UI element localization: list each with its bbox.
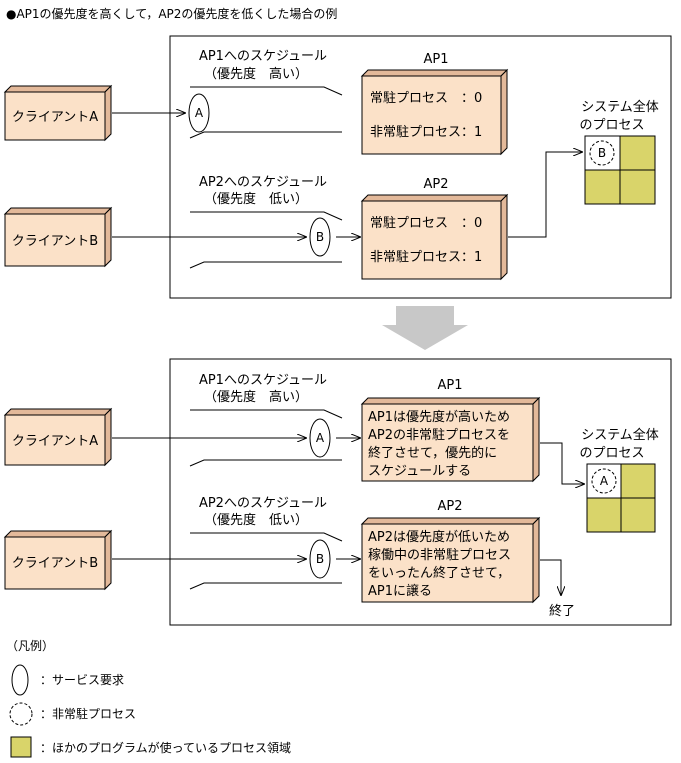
bottom-end-label: 終了 xyxy=(549,603,575,619)
top-ap1-box: 常駐プロセス ：0 非常駐プロセス：1 xyxy=(360,68,509,156)
top-client-b-box: クライアントB xyxy=(3,206,113,268)
legend-service-request-label: ：サービス要求 xyxy=(40,673,124,687)
bottom-ap2-text-2: 稼働中の非常駐プロセス xyxy=(368,548,511,563)
bottom-system-label-2: のプロセス xyxy=(579,446,644,461)
top-sched1-lower-line xyxy=(189,131,342,139)
bottom-ap1-label: AP1 xyxy=(437,378,462,393)
top-system-token: B xyxy=(598,146,606,160)
top-sched2-lower-line xyxy=(189,261,342,269)
bottom-sched2-upper-line xyxy=(190,532,343,542)
bottom-request-b-icon xyxy=(309,539,331,579)
top-arrow-to-system xyxy=(508,152,582,238)
transition-arrow-icon xyxy=(382,306,468,350)
bottom-panel-frame xyxy=(169,358,672,626)
bottom-sched1-upper-line xyxy=(190,409,343,419)
bottom-ap2-label: AP2 xyxy=(437,499,462,514)
top-system-process-grid xyxy=(584,135,656,205)
top-client-a-box: クライアントA xyxy=(3,84,113,142)
top-client-b-label: クライアントB xyxy=(12,234,98,249)
top-sched2-sub: （優先度 低い） xyxy=(204,191,308,207)
top-ap1-nonresident: 非常駐プロセス：1 xyxy=(370,125,482,140)
bottom-sched1-lower-line xyxy=(189,459,342,467)
bottom-request-a-label: A xyxy=(316,431,325,445)
bottom-client-a-label: クライアントA xyxy=(12,434,98,449)
legend-service-request-icon xyxy=(11,664,29,696)
top-sched2-title: AP2へのスケジュール xyxy=(199,175,327,190)
top-system-nonresident-icon xyxy=(589,140,615,166)
top-system-label-1: システム全体 xyxy=(581,99,659,115)
top-request-a-icon xyxy=(188,93,210,133)
legend-process-area-label: ：ほかのプログラムが使っているプロセス領域 xyxy=(40,740,291,755)
bottom-client-b-box: クライアントB xyxy=(3,529,113,591)
top-request-a-label: A xyxy=(195,106,204,120)
top-sched1-upper-line xyxy=(190,86,343,96)
legend-process-area-icon xyxy=(10,736,32,758)
bottom-request-b-label: B xyxy=(316,552,324,566)
top-ap2-label: AP2 xyxy=(423,177,448,192)
bottom-ap1-text-1: AP1は優先度が高いため xyxy=(368,409,510,425)
bottom-ap1-text-2: AP2の非常駐プロセスを xyxy=(368,428,510,443)
bottom-client-a-box: クライアントA xyxy=(3,407,113,467)
bottom-arrow-end xyxy=(540,559,561,595)
top-panel-frame xyxy=(169,35,672,299)
top-ap1-label: AP1 xyxy=(423,52,448,67)
legend-non-resident-label: ：非常駐プロセス xyxy=(40,706,136,721)
top-sched2-upper-line xyxy=(190,211,343,221)
top-request-b-icon xyxy=(309,217,331,257)
bottom-sched2-sub: （優先度 低い） xyxy=(204,512,308,528)
bottom-system-label-1: システム全体 xyxy=(581,427,659,443)
top-sched1-title: AP1へのスケジュール xyxy=(199,49,327,64)
bottom-system-token: A xyxy=(600,474,609,488)
bottom-system-nonresident-icon xyxy=(591,468,617,494)
top-ap1-resident: 常駐プロセス ：0 xyxy=(370,91,482,106)
top-sched1-sub: （優先度 高い） xyxy=(204,66,308,82)
bottom-sched2-lower-line xyxy=(189,582,342,590)
bottom-ap2-box: AP2は優先度が低いため 稼働中の非常駐プロセス をいったん終了させて， AP1… xyxy=(360,516,541,604)
bottom-ap1-text-3: 終了させて，優先的に xyxy=(368,445,497,461)
bottom-system-process-grid xyxy=(586,463,656,533)
bottom-ap1-box: AP1は優先度が高いため AP2の非常駐プロセスを 終了させて，優先的に スケジ… xyxy=(360,396,541,483)
bottom-arrow-to-system xyxy=(540,442,584,484)
bottom-sched2-title: AP2へのスケジュール xyxy=(199,496,327,511)
bottom-ap2-text-3: をいったん終了させて， xyxy=(368,565,510,581)
top-ap2-box: 常駐プロセス ：0 非常駐プロセス：1 xyxy=(360,193,509,281)
top-ap2-resident: 常駐プロセス ：0 xyxy=(370,216,482,231)
bottom-client-b-label: クライアントB xyxy=(12,556,98,571)
bottom-sched1-title: AP1へのスケジュール xyxy=(199,373,327,388)
top-client-a-label: クライアントA xyxy=(12,110,98,125)
bottom-ap1-text-4: スケジュールする xyxy=(368,464,471,479)
bottom-ap2-text-4: AP1に譲る xyxy=(368,583,432,599)
legend-title: （凡例） xyxy=(6,639,54,653)
top-request-b-label: B xyxy=(316,230,324,244)
bottom-sched1-sub: （優先度 高い） xyxy=(204,389,308,405)
legend-non-resident-icon xyxy=(9,702,33,726)
bottom-ap2-text-1: AP2は優先度が低いため xyxy=(368,529,510,545)
bottom-request-a-icon xyxy=(309,418,331,458)
top-system-label-2: のプロセス xyxy=(579,118,644,133)
diagram-title: ●AP1の優先度を高くして，AP2の優先度を低くした場合の例 xyxy=(6,6,337,21)
top-ap2-nonresident: 非常駐プロセス：1 xyxy=(370,250,482,265)
